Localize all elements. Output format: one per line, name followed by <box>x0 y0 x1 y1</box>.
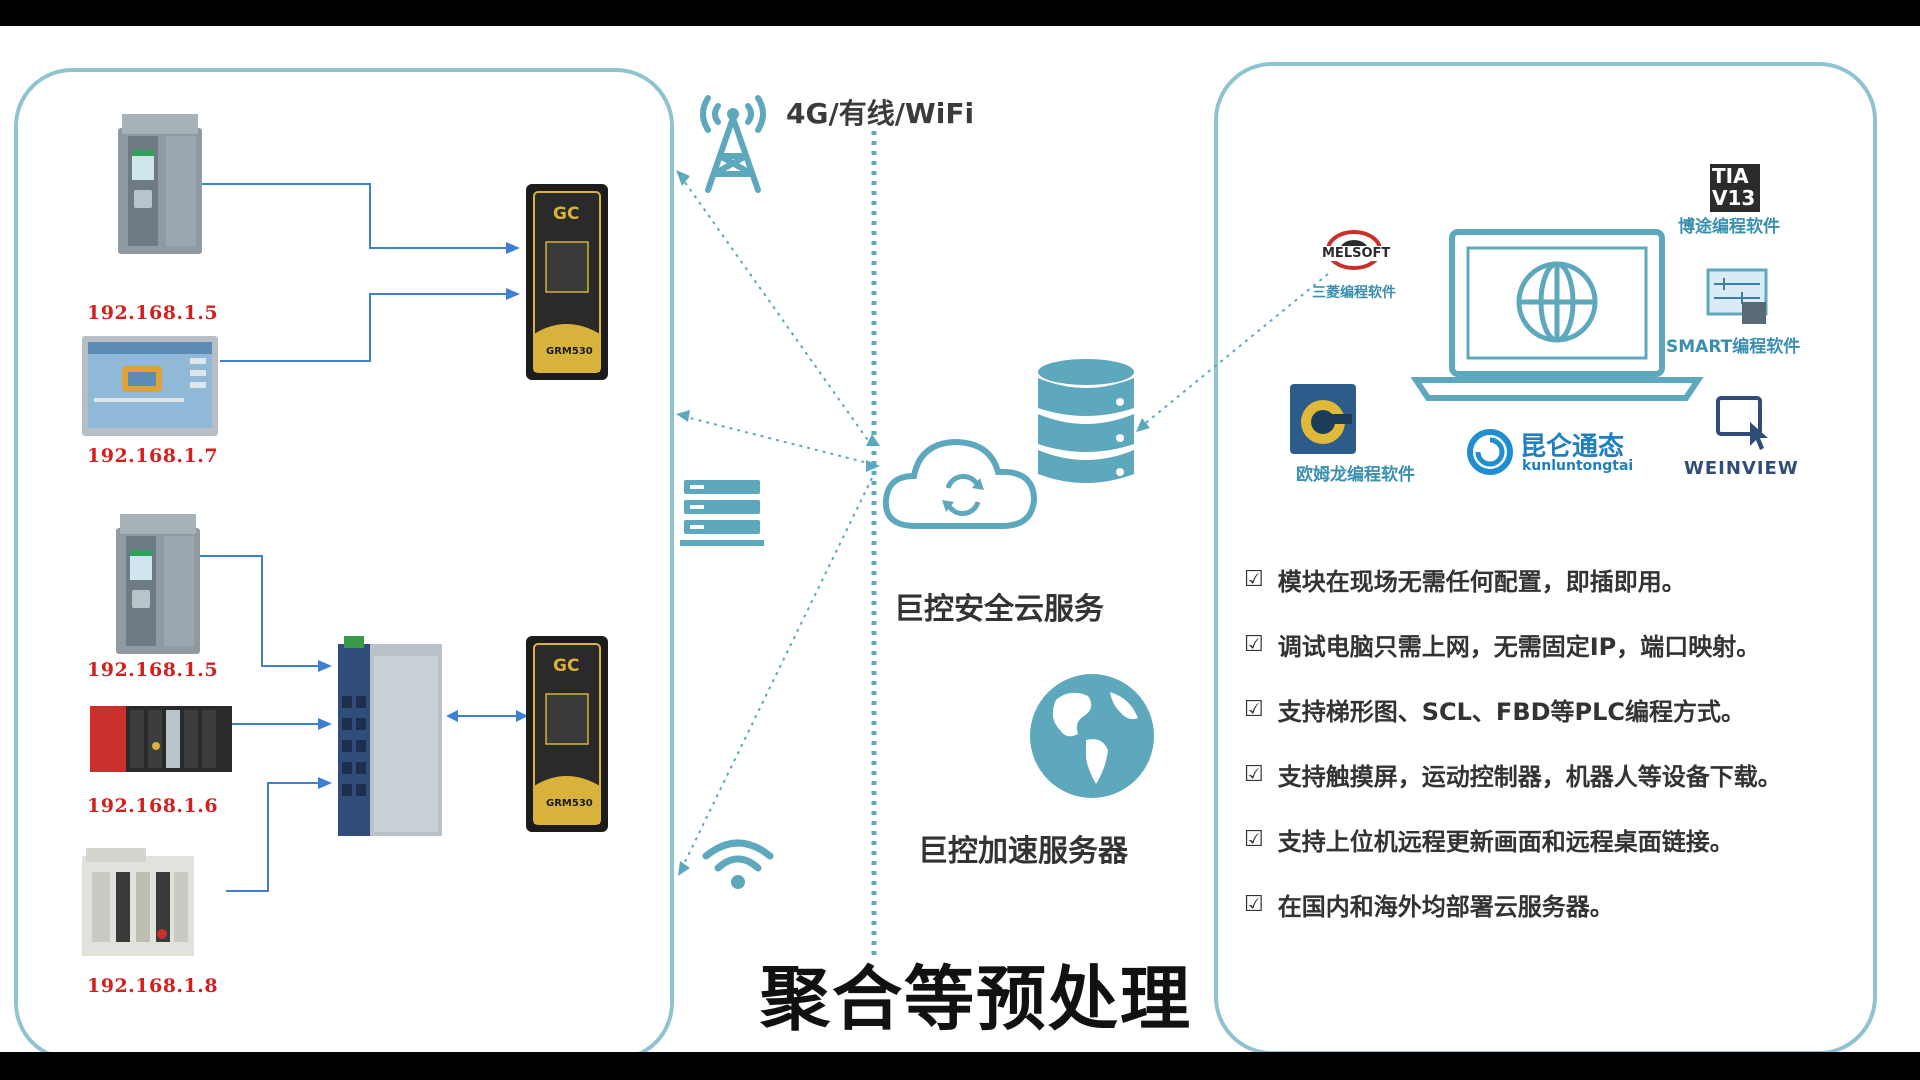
melsoft-logo-text: MELSOFT <box>1320 246 1393 261</box>
tia-logo <box>1710 164 1760 212</box>
network-types-label: 4G/有线/WiFi <box>786 97 975 130</box>
cell-tower-icon <box>700 95 766 193</box>
feature-item-6: ☑ 在国内和海外均部署云服务器。 <box>1244 887 1614 922</box>
feature-item-1: ☑ 模块在现场无需任何配置，即插即用。 <box>1244 562 1686 597</box>
gateway-model-top: GRM530 <box>546 346 593 357</box>
checkbox-icon: ☑ <box>1244 697 1264 722</box>
cloud-service-label: 巨控安全云服务 <box>894 592 1104 627</box>
feature-text: 支持梯形图、SCL、FBD等PLC编程方式。 <box>1277 698 1746 726</box>
checkbox-icon: ☑ <box>1244 892 1264 917</box>
checkbox-icon: ☑ <box>1244 762 1264 787</box>
gateway-module-icon-bottom <box>526 636 608 832</box>
checkbox-icon: ☑ <box>1244 632 1264 657</box>
gateway-brand-top: GC <box>553 204 580 224</box>
weinview-logo-icon <box>1716 396 1768 450</box>
device-wiring <box>198 131 1329 956</box>
feature-text: 调试电脑只需上网，无需固定IP，端口映射。 <box>1277 633 1761 661</box>
plc-mid-ip: 192.168.1.5 <box>87 659 219 681</box>
siemens-plc-icon-2 <box>116 514 200 654</box>
omron-plc-icon <box>82 848 194 956</box>
feature-item-2: ☑ 调试电脑只需上网，无需固定IP，端口映射。 <box>1244 627 1760 662</box>
feature-text: 支持上位机远程更新画面和远程桌面链接。 <box>1277 828 1734 856</box>
video-subtitle: 聚合等预处理 <box>760 958 1192 1040</box>
cloud-sync-icon <box>882 438 1038 529</box>
server-rack-icon <box>680 480 764 546</box>
weinview-logo-text: WEINVIEW <box>1684 458 1799 479</box>
feature-item-5: ☑ 支持上位机远程更新画面和远程桌面链接。 <box>1244 822 1734 857</box>
feature-item-3: ☑ 支持梯形图、SCL、FBD等PLC编程方式。 <box>1244 692 1745 727</box>
omron-software-icon <box>1290 384 1356 454</box>
tia-software-label: 博途编程软件 <box>1678 217 1780 237</box>
kunlun-logo-cn: 昆仑通态 <box>1520 432 1625 462</box>
feature-text: 模块在现场无需任何配置，即插即用。 <box>1277 568 1686 596</box>
globe-icon <box>1030 674 1154 798</box>
omron-software-label: 欧姆龙编程软件 <box>1296 465 1415 485</box>
gateway-module-icon-top <box>526 184 608 380</box>
wifi-icon <box>702 839 774 889</box>
letterbox-bottom <box>0 1052 1920 1080</box>
plc-top-ip: 192.168.1.5 <box>87 302 219 324</box>
mitsubishi-software-label: 三菱编程软件 <box>1312 285 1396 301</box>
checkbox-icon: ☑ <box>1244 827 1264 852</box>
checkbox-icon: ☑ <box>1244 567 1264 592</box>
accel-server-label: 巨控加速服务器 <box>918 834 1128 869</box>
kunlun-logo-en: kunluntongtai <box>1522 458 1634 474</box>
smart-software-label: SMART编程软件 <box>1666 337 1801 357</box>
mitsubishi-plc-rack-icon <box>90 706 232 772</box>
gateway-brand-bottom: GC <box>553 656 580 676</box>
gateway-model-bottom: GRM530 <box>546 798 593 809</box>
tia-logo-version: V13 <box>1712 186 1756 210</box>
kunlun-logo-icon <box>1467 429 1513 475</box>
smart-ladder-icon <box>1706 268 1768 324</box>
siemens-plc-icon <box>118 114 202 254</box>
hmi-ip: 192.168.1.7 <box>87 445 219 467</box>
database-icon <box>1038 359 1134 483</box>
software-panel <box>1214 62 1877 1055</box>
ethernet-switch-icon <box>338 636 442 836</box>
tia-logo-title: TIA <box>1712 164 1749 188</box>
plc-white-ip: 192.168.1.8 <box>87 975 219 997</box>
laptop-globe-icon <box>1410 229 1704 401</box>
feature-item-4: ☑ 支持触摸屏，运动控制器，机器人等设备下载。 <box>1244 757 1782 792</box>
hmi-touchscreen-icon <box>82 336 218 436</box>
plc-red-ip: 192.168.1.6 <box>87 795 219 817</box>
letterbox-top <box>0 0 1920 26</box>
feature-text: 在国内和海外均部署云服务器。 <box>1277 893 1614 921</box>
slide-canvas: 192.168.1.5 192.168.1.7 GC GRM530 <box>0 26 1920 1061</box>
feature-text: 支持触摸屏，运动控制器，机器人等设备下载。 <box>1277 763 1782 791</box>
